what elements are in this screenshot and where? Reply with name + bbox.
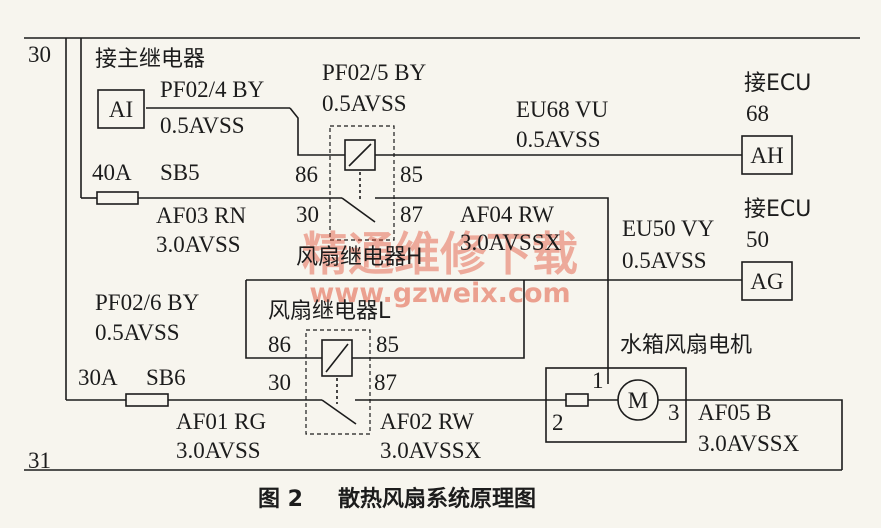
wire-af04 [375,197,609,368]
wire-pf02-6-label: PF02/6 BY [95,290,200,315]
ecu68-label: 接ECU [744,71,811,96]
wire-af05-label: AF05 B [698,400,772,425]
main-relay-label: 接主继电器 [95,47,205,72]
fuse-sb5-name: SB5 [160,160,200,185]
wire-eu68-spec: 0.5AVSS [516,127,601,152]
wire-pf02-5-spec: 0.5AVSS [322,91,407,116]
relay-h [329,125,395,241]
wire-eu68-label: EU68 VU [516,97,609,122]
ecu68-pin: 68 [746,101,769,126]
bus-30-label: 30 [28,42,51,67]
relay-h-coil-slash [348,143,372,167]
motor-symbol-label: M [628,388,648,413]
connector-ah [741,135,793,175]
wire-af01-label: AF01 RG [176,409,266,434]
wire-af02-spec: 3.0AVSSX [380,438,482,463]
relay-l-coil-slash [325,343,349,373]
motor-pin-1: 1 [592,368,604,393]
fuse-sb5 [96,191,139,205]
relay-l-pin-87: 87 [374,370,397,395]
wire-af04-spec: 3.0AVSSX [460,230,562,255]
relay-h-pin-86: 86 [295,162,318,187]
fuse-sb6 [125,393,169,407]
wiring [24,37,860,471]
wire-af05 [658,399,843,470]
connector-ag [741,261,793,301]
relay-h-pin-87: 87 [400,202,423,227]
wire-af04-label: AF04 RW [460,202,554,227]
watermark-text: 精通维修下载 [302,227,578,281]
wire-pf02-4-spec: 0.5AVSS [160,113,245,138]
wire-pf02-6-spec: 0.5AVSS [95,320,180,345]
wire-af02-label: AF02 RW [380,409,474,434]
wire-af03-label: AF03 RN [156,203,246,228]
ecu50-label: 接ECU [744,197,811,222]
motor-pin-3: 3 [668,400,680,425]
motor-pin-2: 2 [552,410,564,435]
relay-l-pin-86: 86 [268,332,291,357]
fuse-sb5-rating: 40A [92,160,132,185]
motor-resistor [565,393,589,407]
relay-h-housing [329,125,395,241]
motor-housing [545,367,687,443]
radiator-fan-motor: M [545,367,687,443]
wire-eu50-label: EU50 VY [622,216,715,241]
motor-name: 水箱风扇电机 [620,333,752,358]
wire-pf02-5-label: PF02/5 BY [322,60,427,85]
caption-figure-number: 图 2 [258,487,303,512]
fuse-sb6-name: SB6 [146,365,186,390]
relay-l-housing [305,329,371,435]
wire-pf02-4-to-86 [289,107,345,156]
relay-l-pin-30: 30 [268,370,291,395]
motor-symbol-circle [617,379,659,421]
relay-h-pin-30: 30 [296,202,319,227]
relay-l-pin-85: 85 [376,332,399,357]
bus-31-label: 31 [28,448,51,473]
wire-af01-spec: 3.0AVSS [176,438,261,463]
relay-l-switch [321,399,357,425]
relay-l [305,329,371,435]
watermark-url: www.gzweix.com [309,278,570,309]
connector-ai [97,89,145,129]
wire-pf02-4-label: PF02/4 BY [160,77,265,102]
connector-ai-label: AI [109,97,133,122]
wire-af03-spec: 3.0AVSS [156,232,241,257]
caption-title: 散热风扇系统原理图 [338,486,536,512]
connector-ag-label: AG [750,269,783,294]
relay-h-name: 风扇继电器H [296,245,423,270]
wire-eu50-spec: 0.5AVSS [622,248,707,273]
wire-relay-l-coil-loop [245,280,525,359]
ecu50-pin: 50 [746,227,769,252]
relay-l-name: 风扇继电器L [268,299,391,324]
wire-af05-spec: 3.0AVSSX [698,431,800,456]
relay-h-pin-85: 85 [400,162,423,187]
connector-ah-label: AH [750,143,783,168]
fuse-sb6-rating: 30A [78,365,118,390]
relay-h-switch [341,197,376,223]
